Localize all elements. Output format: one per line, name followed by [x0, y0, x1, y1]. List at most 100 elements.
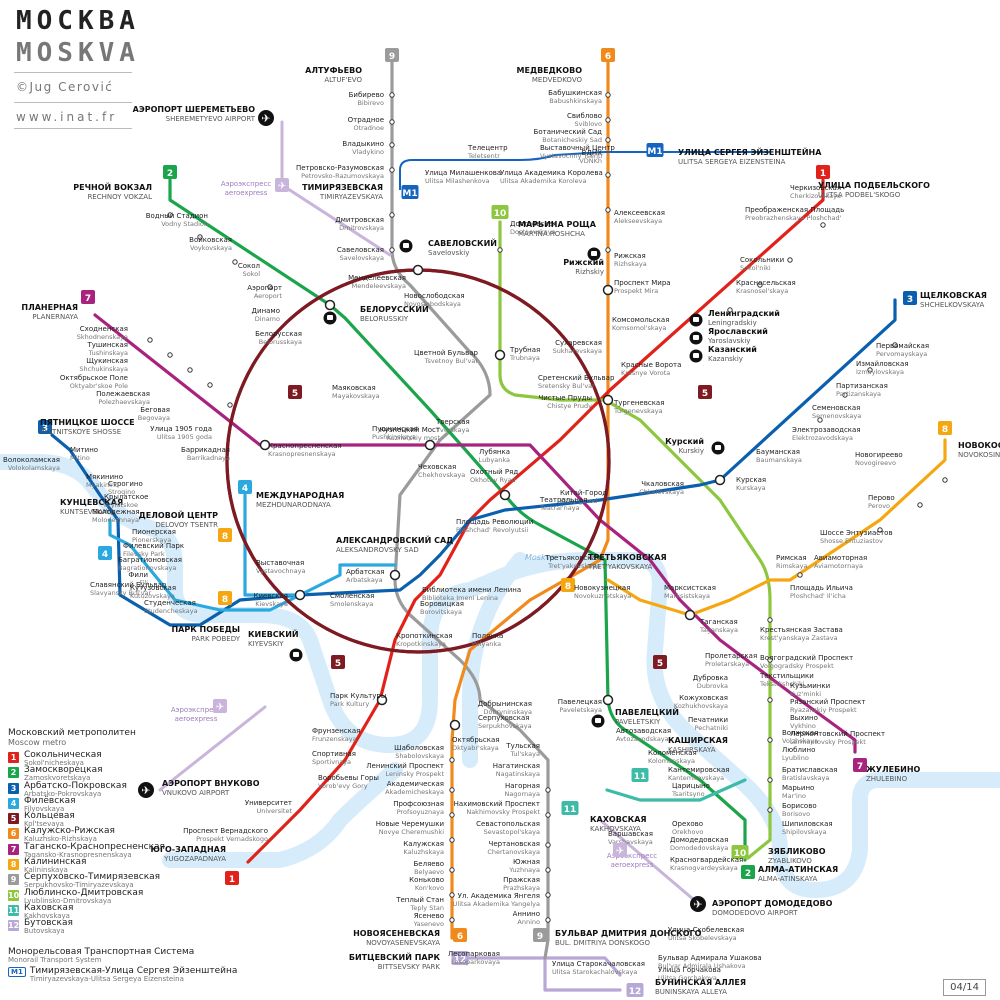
station-name: Чертановская [489, 840, 540, 848]
station-name: Славянский Бульвар [90, 581, 167, 589]
legend-line-latin: Butovskaya [24, 927, 65, 936]
station-name: Митино [70, 446, 98, 454]
terminus-name-latin: ZHULEBINO [866, 775, 908, 783]
line-badge-11 [631, 768, 649, 782]
station-name: Кузнецкий Мост [380, 426, 440, 434]
station-name: Измайловская [856, 360, 909, 368]
station-name-latin: Serpukhovskaya [478, 722, 532, 730]
station-name: Сокол [238, 262, 260, 270]
station-name: Полежаевская [96, 390, 150, 398]
station-name: Смоленская [330, 592, 374, 600]
station-dot [817, 417, 823, 423]
station-dot [605, 247, 611, 253]
station-name: Багратионовская [118, 556, 182, 564]
station-name-latin: Dubrovka [697, 682, 728, 690]
station-name: Севастопольская [476, 820, 540, 828]
station-name-latin: Mitino [70, 454, 90, 462]
station-name-latin: Vystavochny Tsentr [540, 152, 604, 160]
station-name: Выхино [790, 714, 818, 722]
train-glyph [595, 718, 601, 723]
station-name: Семеновская [812, 404, 860, 412]
line-badge-5 [331, 655, 345, 669]
website-link[interactable]: www.inat.fr [16, 110, 118, 124]
line-badge-12 [451, 951, 469, 965]
metro-line-2 [168, 178, 747, 862]
station-dot [545, 867, 551, 873]
metro-lines [50, 60, 947, 992]
interchange-station [714, 474, 726, 486]
river-name: Moskva [525, 553, 555, 562]
station-name-latin: Annino [517, 918, 540, 926]
station-name-latin: Pionerskaya [132, 536, 171, 544]
station-name-latin: Bul'var Admirala Ushakova [658, 962, 745, 970]
station-name: Ясенево [414, 912, 444, 920]
legend-line-name: Бутовская [24, 918, 73, 929]
station-name: Улица 1905 года [150, 425, 212, 433]
terminus-name-latin: VNUKOVO AIRPORT [162, 789, 230, 797]
station-name-latin: Elektrozavodskaya [792, 434, 853, 442]
station-name-latin: Nakhimovsky Prospekt [466, 808, 540, 816]
interchange-station [259, 439, 271, 451]
station-name: Нахимовский Проспект [454, 800, 540, 808]
legend-line-name: Замоскворецкая [24, 765, 103, 776]
line-badge-number: 2 [745, 869, 751, 879]
terminus-name-latin: KUNTSEVSKAYA [60, 508, 115, 516]
station-dot [605, 117, 611, 123]
station-name: Шипиловская [782, 820, 833, 828]
author-credit: ©Jug Cerović [16, 80, 114, 94]
station-name: ВДНХ [582, 149, 603, 157]
line-badge-5 [288, 385, 302, 399]
station-name-latin: Kuz'minki [790, 690, 821, 698]
station-name: Бауманская [756, 448, 800, 456]
line-badge-number: 12 [454, 955, 467, 965]
metro-line-1 [246, 178, 825, 864]
monorail-line-entry[interactable]: M1 Тимирязевская-Улица Сергея Эйзенштейн… [8, 967, 238, 983]
station-name-latin: Vorob'evy Gory [318, 782, 368, 790]
line-badge-number: 11 [634, 772, 647, 782]
station-name-latin: Pechatniki [695, 724, 729, 732]
station-name: Профсоюзная [393, 800, 444, 808]
station-dot [197, 234, 203, 240]
station-name-latin: Kuznetskiy most [387, 434, 441, 442]
terminus-name: РЕЧНОЙ ВОКЗАЛ [73, 181, 152, 192]
aeroexpress-line [598, 818, 702, 907]
legend-line-name: Люблинско-Дмитровская [24, 887, 144, 898]
header-divider [14, 102, 132, 103]
line-badge-3 [903, 291, 917, 305]
line-badge-number: 1 [820, 169, 826, 179]
station-name-latin: Ploshchad' Revolyutsii [456, 526, 528, 534]
station-name: Красногвардейская [670, 856, 743, 864]
station-name: Трубная [509, 346, 540, 354]
line-badge-number: 7 [85, 294, 91, 304]
station-name-latin: Domodedovskaya [670, 844, 728, 852]
station-dot [917, 502, 923, 508]
station-name-latin: Novoslobodskaya [404, 300, 461, 308]
station-name-latin: Tret'yakovskaya [547, 562, 600, 570]
station-name-latin: Krasnye Vorota [621, 369, 670, 377]
station-dot [787, 257, 793, 263]
station-name: Достоевская [510, 220, 557, 228]
station-name-latin: Park Kultury [330, 700, 369, 708]
line-badge-number: 10 [734, 849, 747, 859]
station-name-latin: Ulitsa Akademika Yangelya [453, 900, 540, 908]
station-name-latin: Skhodnenskaya [77, 333, 128, 341]
station-name: Площадь Ильича [790, 584, 853, 592]
station-name: Фили [128, 571, 148, 579]
station-dot [767, 657, 773, 663]
legend-line-latin: Filyovskaya [24, 804, 65, 813]
line-badge-10 [731, 845, 749, 859]
station-name-latin: Smolenskaya [330, 600, 373, 608]
